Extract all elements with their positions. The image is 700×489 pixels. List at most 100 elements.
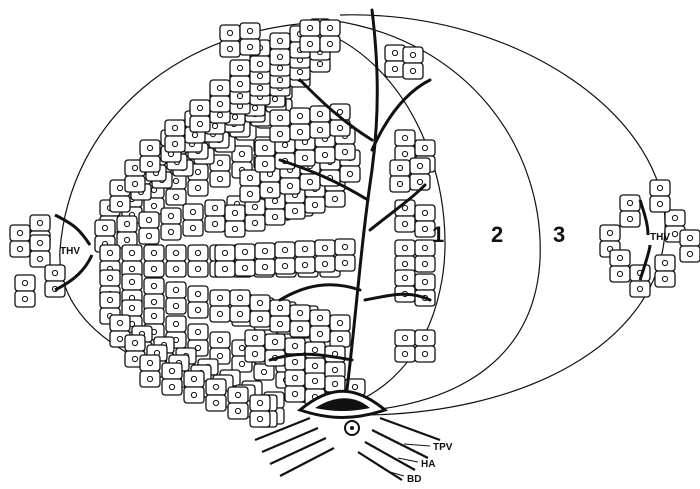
hepatocyte [10,241,30,257]
thv-right-label: THV [650,232,670,243]
hepatocyte [650,196,670,212]
hepatocyte [655,271,675,287]
hepatocyte [140,371,160,387]
hepatocyte [166,261,186,277]
tpv-leader [404,444,430,446]
ha-label: HA [421,459,435,470]
hepatocyte [210,306,230,322]
hepatocyte [190,100,210,116]
hepatocyte [144,245,164,261]
hepatocyte [250,311,270,327]
vessel-right-3 [365,442,415,470]
hepatocyte [95,220,115,236]
hepatocyte [395,346,415,362]
hepatocyte [230,290,250,306]
hepatocyte [310,106,330,122]
hepatocyte [117,216,137,232]
hepatocyte [100,245,120,261]
hepatocyte [315,240,335,256]
hepatocyte [330,331,350,347]
hepatocyte [30,235,50,251]
hepatocyte [45,265,65,281]
hepatocyte [161,208,181,224]
vessel-right-2 [372,430,428,458]
hepatocyte [285,370,305,386]
hepatocyte [250,411,270,427]
hepatocyte [215,245,235,261]
hepatocyte [290,321,310,337]
hepatocyte [139,228,159,244]
hepatocyte [220,25,240,41]
hepatocyte [310,326,330,342]
hepatocyte [305,197,325,213]
hepatocyte [415,140,435,156]
hepatocyte [260,182,280,198]
hepatocyte [300,20,320,36]
hepatocyte [315,256,335,272]
hepatocyte [610,266,630,282]
hepatocyte [630,281,650,297]
hepatocyte [188,324,208,340]
hepatocyte [295,241,315,257]
hepatocyte [183,204,203,220]
hepatocyte [295,150,315,166]
hepatocyte [188,286,208,302]
hepatocyte [395,216,415,232]
hepatocyte [285,338,305,354]
hepatocyte [325,376,345,392]
hepatocyte [415,274,435,290]
hepatocyte [165,120,185,136]
hepatocyte [250,395,270,411]
hepatocyte [166,316,186,332]
hepatocyte [335,144,355,160]
hepatocyte [210,80,230,96]
hepatocyte [310,310,330,326]
hepatocyte [270,33,290,49]
hepatocyte [395,130,415,146]
hepatocyte [230,60,250,76]
hepatocyte [300,36,320,52]
hepatocyte [320,36,340,52]
hepatocyte-plates [10,19,700,427]
hepatocyte [162,379,182,395]
hepatocyte [310,122,330,138]
vessel-left-2 [262,428,318,452]
hepatocyte [620,195,640,211]
hepatocyte [225,221,245,237]
vessel-left-4 [280,448,334,476]
hepatocyte [290,124,310,140]
hepatocyte [139,212,159,228]
hepatocyte [275,242,295,258]
hepatocyte [188,180,208,196]
hepatocyte [30,215,50,231]
hepatocyte [395,270,415,286]
hepatocyte [162,363,182,379]
hepatocyte [140,156,160,172]
hepatocyte [255,259,275,275]
hepatocyte [290,108,310,124]
hepatocyte [650,180,670,196]
hepatocyte [166,298,186,314]
vessel-left-3 [270,438,326,464]
hepatocyte [122,245,142,261]
hepatocyte [245,346,265,362]
hepatocyte [110,315,130,331]
hepatocyte [210,171,230,187]
hepatocyte [240,23,260,39]
hepatocyte [410,174,430,190]
hepatocyte [100,292,120,308]
hepatocyte [240,186,260,202]
hepatocyte [210,290,230,306]
hepatocyte [320,20,340,36]
hepatocyte [184,371,204,387]
hepatocyte [680,230,700,246]
hepatocyte [280,178,300,194]
hepatocyte [122,274,142,290]
hepatocyte [225,205,245,221]
hepatocyte [285,386,305,402]
hepatocyte [385,61,405,77]
duct-center [350,426,354,430]
hepatocyte [285,203,305,219]
hepatocyte [206,395,226,411]
hepatocyte [228,403,248,419]
